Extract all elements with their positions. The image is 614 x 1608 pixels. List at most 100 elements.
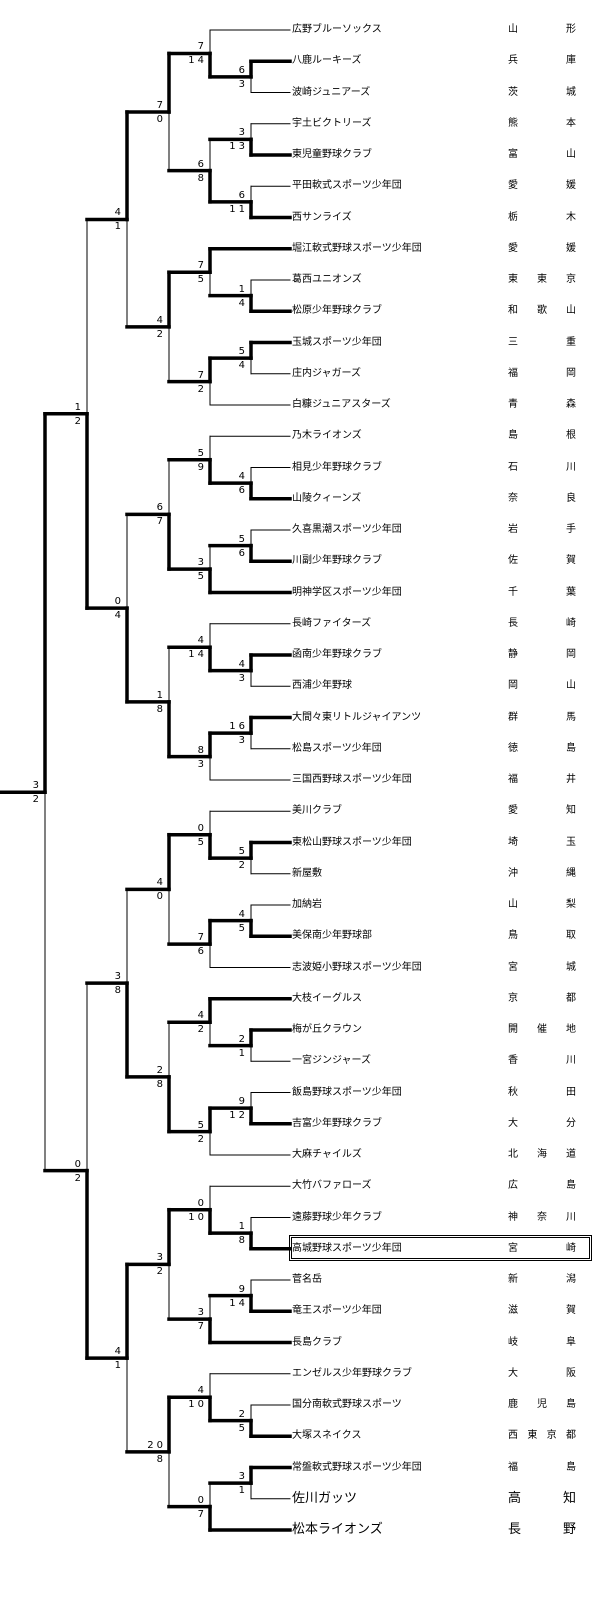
score-bottom: 11 <box>229 203 248 215</box>
team-name: 梅が丘クラウン <box>292 1024 362 1035</box>
score-bottom: 4 <box>114 610 124 622</box>
team-prefecture: 愛媛 <box>508 180 576 192</box>
score-bottom: 14 <box>188 649 207 661</box>
score-bottom: 5 <box>197 571 207 583</box>
score-bottom: 2 <box>156 1266 166 1278</box>
team-prefecture: 新潟 <box>508 1274 576 1285</box>
team-prefecture: 香川 <box>508 1055 576 1067</box>
team-name: 川副少年野球クラブ <box>292 555 382 567</box>
team-name: 美保南少年野球部 <box>292 930 372 942</box>
team-prefecture: 岐阜 <box>508 1336 576 1348</box>
score-bottom: 7 <box>156 516 166 528</box>
team-prefecture: 愛知 <box>508 805 576 817</box>
score-bottom: 0 <box>156 114 166 126</box>
score-bottom: 8 <box>156 1078 166 1090</box>
team-name: 八鹿ルーキーズ <box>292 55 362 67</box>
team-prefecture: 秋田 <box>508 1086 576 1098</box>
score-bottom: 8 <box>156 1453 166 1465</box>
team-name: エンゼルス少年野球クラブ <box>292 1367 412 1379</box>
score-bottom: 14 <box>188 55 207 67</box>
score-top: 1 <box>238 283 248 295</box>
team-name: 高城野球スポーツ少年団 <box>292 1242 402 1254</box>
score-bottom: 2 <box>74 415 84 427</box>
score-top: 7 <box>156 100 166 112</box>
score-top: 6 <box>238 189 248 201</box>
team-name: 広野ブルーソックス <box>292 24 382 35</box>
score-bottom: 5 <box>238 1422 248 1434</box>
team-prefecture: 群馬 <box>508 711 576 723</box>
score-top: 0 <box>197 1494 207 1506</box>
team-name: 葛西ユニオンズ <box>292 274 362 285</box>
team-name: 常盤軟式野球スポーツ少年団 <box>292 1461 422 1473</box>
score-bottom: 2 <box>197 1133 207 1145</box>
team-name: 堀江軟式野球スポーツ少年団 <box>292 242 422 254</box>
score-bottom: 6 <box>238 485 248 497</box>
team-name: 乃木ライオンズ <box>292 430 362 442</box>
score-bottom: 6 <box>197 946 207 958</box>
score-bottom: 7 <box>197 1321 207 1333</box>
score-top: 16 <box>229 721 248 733</box>
score-top: 0 <box>197 1197 207 1209</box>
team-prefecture: 鹿児島 <box>508 1399 576 1410</box>
team-prefecture: 兵庫 <box>508 55 576 67</box>
team-prefecture: 大阪 <box>508 1367 576 1379</box>
score-bottom: 2 <box>156 328 166 340</box>
team-name: 松原少年野球クラブ <box>292 305 382 317</box>
score-top: 4 <box>156 314 166 326</box>
team-name: 加納岩 <box>292 899 322 910</box>
score-top: 1 <box>74 401 84 413</box>
team-name: 吉富少年野球クラブ <box>292 1117 382 1129</box>
team-name: 波崎ジュニアーズ <box>292 86 371 98</box>
score-top: 4 <box>114 207 124 219</box>
score-bottom: 2 <box>197 1024 207 1036</box>
score-bottom: 5 <box>197 274 207 286</box>
score-bottom: 1 <box>114 1360 124 1372</box>
score-top: 6 <box>197 158 207 170</box>
score-top: 2 <box>156 1064 166 1076</box>
team-prefecture: 京都 <box>508 992 576 1004</box>
score-bottom: 12 <box>229 1110 248 1122</box>
team-prefecture: 沖縄 <box>508 867 576 879</box>
score-top: 3 <box>32 780 42 792</box>
team-prefecture: 開催地 <box>508 1024 576 1035</box>
score-top: 6 <box>238 64 248 76</box>
team-prefecture: 埼玉 <box>508 836 576 848</box>
score-bottom: 8 <box>197 172 207 184</box>
score-top: 5 <box>197 447 207 459</box>
highlighted-team-box <box>289 1234 592 1261</box>
team-prefecture: 佐賀 <box>508 555 576 567</box>
score-top: 3 <box>114 971 124 983</box>
score-bottom: 9 <box>197 461 207 473</box>
team-name: 大麻チャイルズ <box>292 1149 362 1160</box>
score-top: 5 <box>197 1119 207 1131</box>
team-prefecture: 三重 <box>508 336 576 348</box>
team-prefecture: 西東京都 <box>508 1430 576 1442</box>
score-bottom: 7 <box>197 1508 207 1520</box>
score-bottom: 5 <box>197 836 207 848</box>
score-bottom: 1 <box>238 1485 248 1497</box>
team-prefecture: 滋賀 <box>508 1305 576 1317</box>
team-prefecture: 千葉 <box>508 586 576 598</box>
team-prefecture: 長野 <box>508 1522 576 1537</box>
score-top: 4 <box>197 635 207 647</box>
score-top: 9 <box>238 1283 248 1295</box>
score-top: 4 <box>238 658 248 670</box>
score-bottom: 8 <box>156 703 166 715</box>
score-bottom: 10 <box>188 1211 207 1223</box>
score-top: 20 <box>147 1439 166 1451</box>
team-prefecture: 高知 <box>508 1490 576 1506</box>
team-name: 長崎ファイターズ <box>292 617 372 629</box>
team-prefecture: 愛媛 <box>508 242 576 254</box>
score-top: 7 <box>197 41 207 53</box>
team-name: 竜王スポーツ少年団 <box>292 1305 382 1317</box>
team-name: 東松山野球スポーツ少年団 <box>292 836 412 848</box>
team-prefecture: 岡山 <box>508 680 576 692</box>
team-name: 明神学区スポーツ少年団 <box>292 586 402 598</box>
score-bottom: 13 <box>229 141 248 153</box>
score-bottom: 14 <box>229 1297 248 1309</box>
score-bottom: 8 <box>114 985 124 997</box>
score-bottom: 1 <box>238 1047 248 1059</box>
team-name: 大竹バファローズ <box>292 1180 372 1192</box>
team-prefecture: 神奈川 <box>508 1211 576 1223</box>
